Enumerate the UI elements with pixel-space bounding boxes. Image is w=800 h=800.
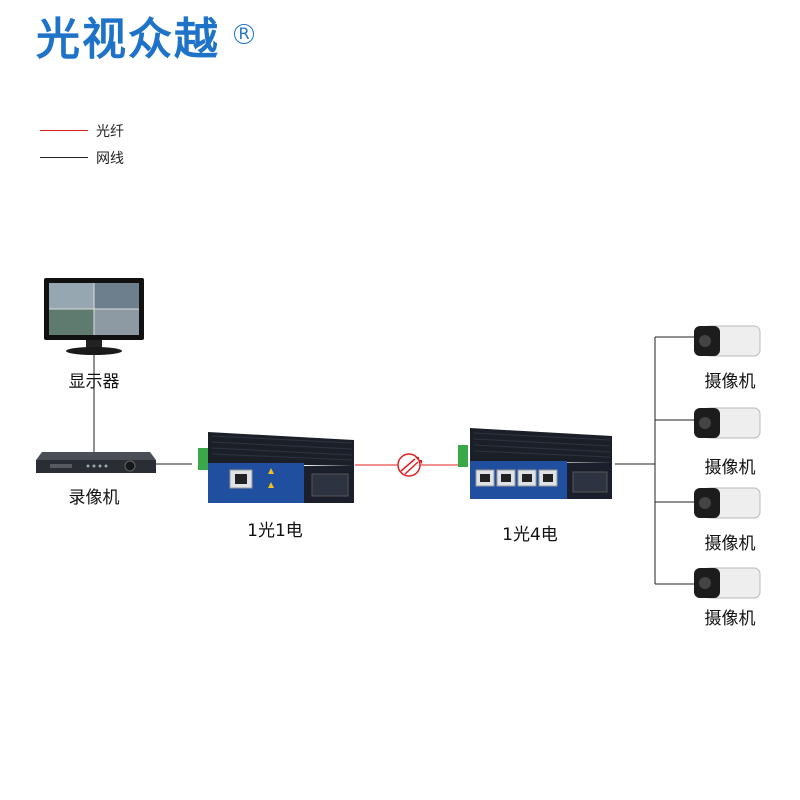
fiber-signal-icon <box>397 453 422 477</box>
camera-2-icon <box>694 407 761 439</box>
camera-1-icon <box>694 325 761 357</box>
monitor-icon <box>44 278 144 355</box>
converter-1-label: 1光1电 <box>247 521 303 541</box>
legend-cable-line <box>40 157 88 158</box>
brand-logo-text: 光视众越 <box>36 14 220 65</box>
camera-3-icon <box>694 487 761 519</box>
monitor-label: 显示器 <box>68 372 120 392</box>
camera-4-icon <box>694 567 761 599</box>
camera-1-label: 摄像机 <box>704 372 756 392</box>
registered-mark: R <box>234 24 254 44</box>
converter-1-icon <box>198 432 354 503</box>
camera-3-label: 摄像机 <box>704 534 756 554</box>
legend-fiber-line <box>40 130 88 131</box>
legend-fiber-label: 光纤 <box>96 124 124 140</box>
converter-4-icon <box>458 428 612 499</box>
recorder-icon <box>36 452 156 473</box>
converter-4-label: 1光4电 <box>502 525 558 545</box>
camera-2-label: 摄像机 <box>704 458 756 478</box>
recorder-label: 录像机 <box>68 488 120 508</box>
legend-cable-label: 网线 <box>96 151 124 167</box>
camera-4-label: 摄像机 <box>704 609 756 629</box>
